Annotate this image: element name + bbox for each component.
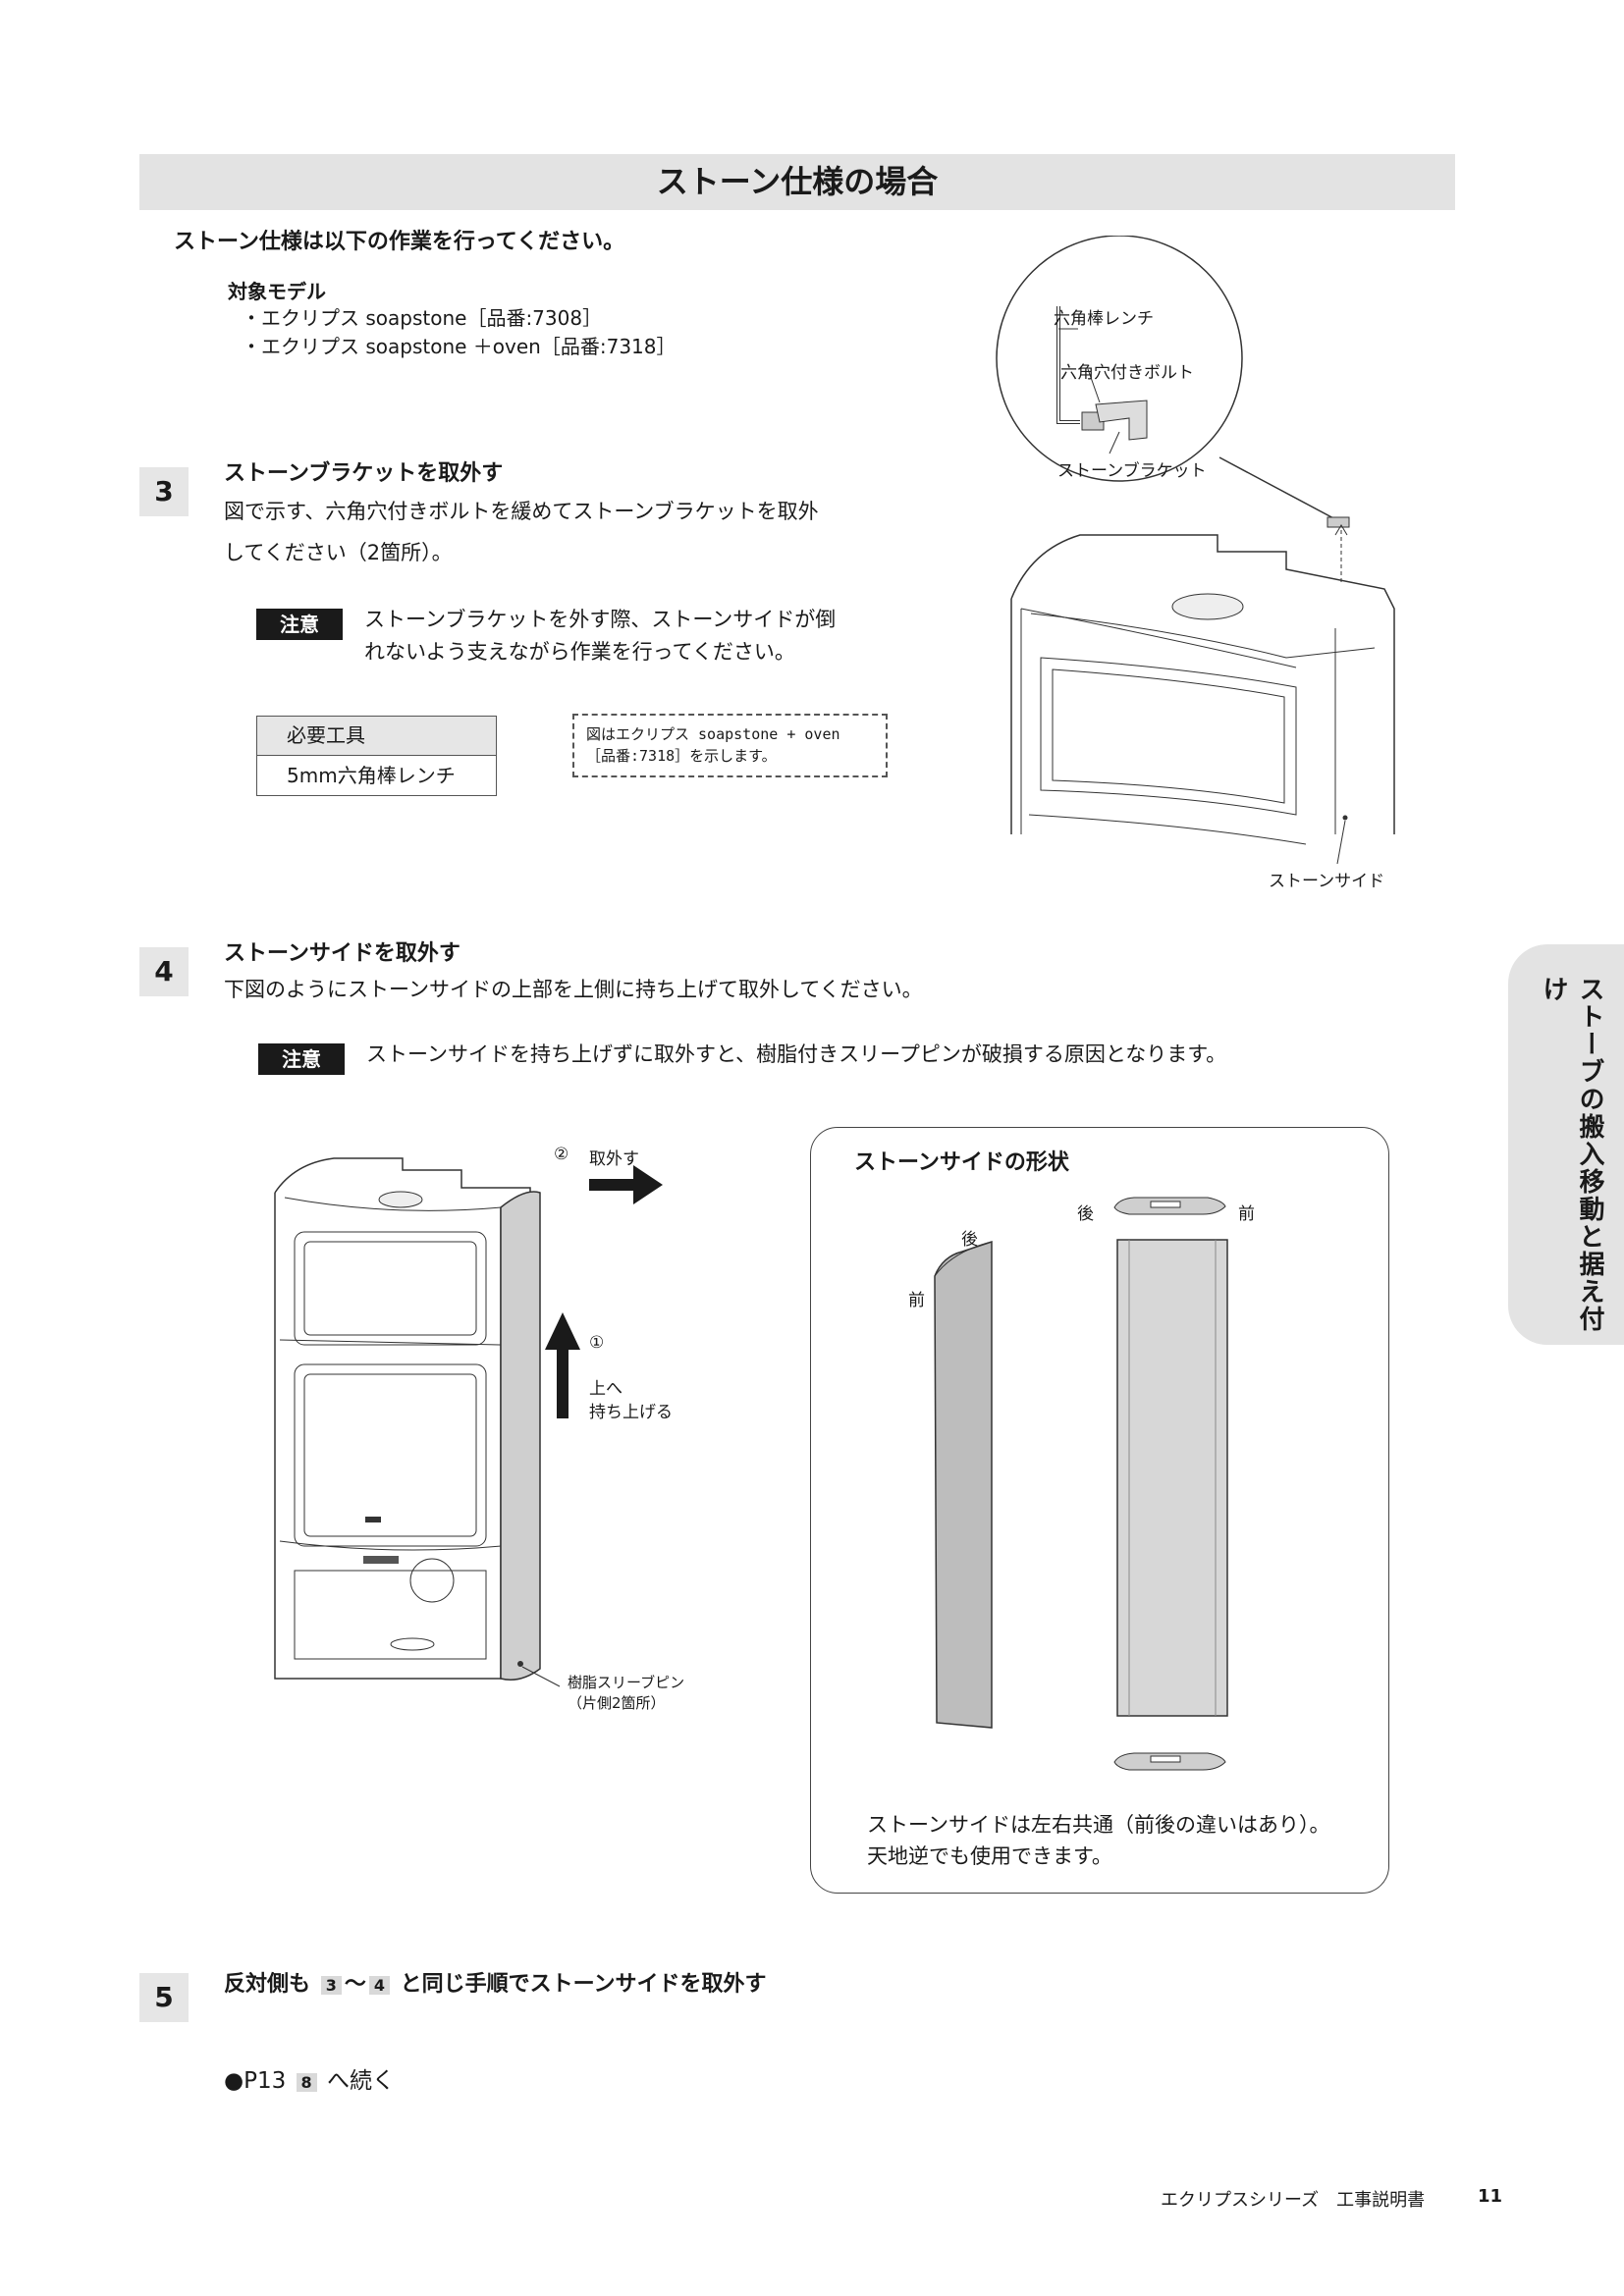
label-stone-side: ストーンサイド [1269, 872, 1385, 891]
label-back: 後 [961, 1230, 978, 1250]
arrow-right-icon [589, 1165, 663, 1204]
label-lift-num: ① [589, 1333, 605, 1353]
shape-title: ストーンサイドの形状 [854, 1150, 1069, 1175]
step-number: 3 [139, 467, 189, 516]
chapter-title: ストーブの搬入移動と据え付け [1539, 976, 1604, 1333]
step-ref-badge: 3 [320, 1976, 342, 1995]
section-title: ストーン仕様の場合 [139, 154, 1455, 210]
note-line: ［品番:7318］を示します。 [586, 747, 777, 765]
label-hex-bolt: 六角穴付きボルト [1060, 363, 1194, 383]
step-number: 5 [139, 1973, 189, 2022]
label-front: 前 [1238, 1204, 1255, 1224]
label-pin: （片側2箇所） [568, 1694, 666, 1712]
step-body: 図で示す、六角穴付きボルトを緩めてストーンブラケットを取外 [224, 500, 819, 523]
stone-side-drawing [934, 1197, 1228, 1771]
label-remove-num: ② [554, 1145, 569, 1164]
label-lift: 上へ [589, 1379, 623, 1399]
footer-doc-title: エクリプスシリーズ 工事説明書 [1161, 2190, 1426, 2211]
label-stone-bracket: ストーンブラケット [1057, 461, 1207, 481]
caution-text: ストーンブラケットを外す際、ストーンサイドが倒 [364, 608, 837, 631]
models-title: 対象モデル [228, 280, 326, 303]
caution-badge: 注意 [256, 609, 343, 640]
label-hex-wrench: 六角棒レンチ [1054, 309, 1154, 329]
step-body: 下図のようにストーンサイドの上部を上側に持ち上げて取外してください。 [224, 978, 923, 1001]
step-heading: ストーンサイドを取外す [224, 941, 460, 966]
chapter-side-tab: ストーブの搬入移動と据え付け [1508, 944, 1624, 1345]
label-remove: 取外す [589, 1149, 639, 1169]
page-number: 11 [1478, 2186, 1503, 2207]
stove-top-illustration [996, 236, 1395, 865]
step-ref-badge: 8 [296, 2073, 317, 2092]
intro-text: ストーン仕様は以下の作業を行ってください。 [174, 230, 625, 254]
caution-badge: 注意 [258, 1043, 345, 1075]
tools-value: 5mm六角棒レンチ [287, 764, 456, 787]
figure-note: 図はエクリプス soapstone + oven ［品番:7318］を示します。 [572, 714, 888, 777]
step-heading: 反対側も 3～4 と同じ手順でストーンサイドを取外す [224, 1972, 767, 1997]
tools-header: 必要工具 [257, 717, 496, 756]
shape-desc: ストーンサイドは左右共通（前後の違いはあり）。 [867, 1813, 1330, 1837]
caution-text: れないよう支えながら作業を行ってください。 [364, 640, 795, 664]
shape-desc: 天地逆でも使用できます。 [867, 1844, 1112, 1868]
continue-note: ●P13 8 へ続く [224, 2068, 395, 2094]
stove-front-illustration [274, 1157, 561, 1687]
label-pin: 樹脂スリーブピン [568, 1674, 685, 1691]
label-lift: 持ち上げる [589, 1403, 673, 1422]
note-line: 図はエクリプス soapstone + oven [586, 725, 840, 743]
step-ref-badge: 4 [368, 1976, 390, 1995]
model-item: ・エクリプス soapstone ＋oven［品番:7318］ [242, 335, 677, 358]
arrow-up-icon [545, 1312, 580, 1418]
label-front: 前 [908, 1291, 925, 1310]
step-heading: ストーンブラケットを取外す [224, 461, 504, 486]
step-number: 4 [139, 947, 189, 996]
stone-side-shape-box [810, 1127, 1389, 1894]
step-body: してください（2箇所）。 [224, 541, 453, 564]
tools-table: 必要工具 5mm六角棒レンチ [256, 716, 497, 796]
label-back: 後 [1077, 1204, 1094, 1224]
model-item: ・エクリプス soapstone［品番:7308］ [242, 306, 603, 330]
caution-text: ストーンサイドを持ち上げずに取外すと、樹脂付きスリープピンが破損する原因となりま… [366, 1042, 1227, 1066]
